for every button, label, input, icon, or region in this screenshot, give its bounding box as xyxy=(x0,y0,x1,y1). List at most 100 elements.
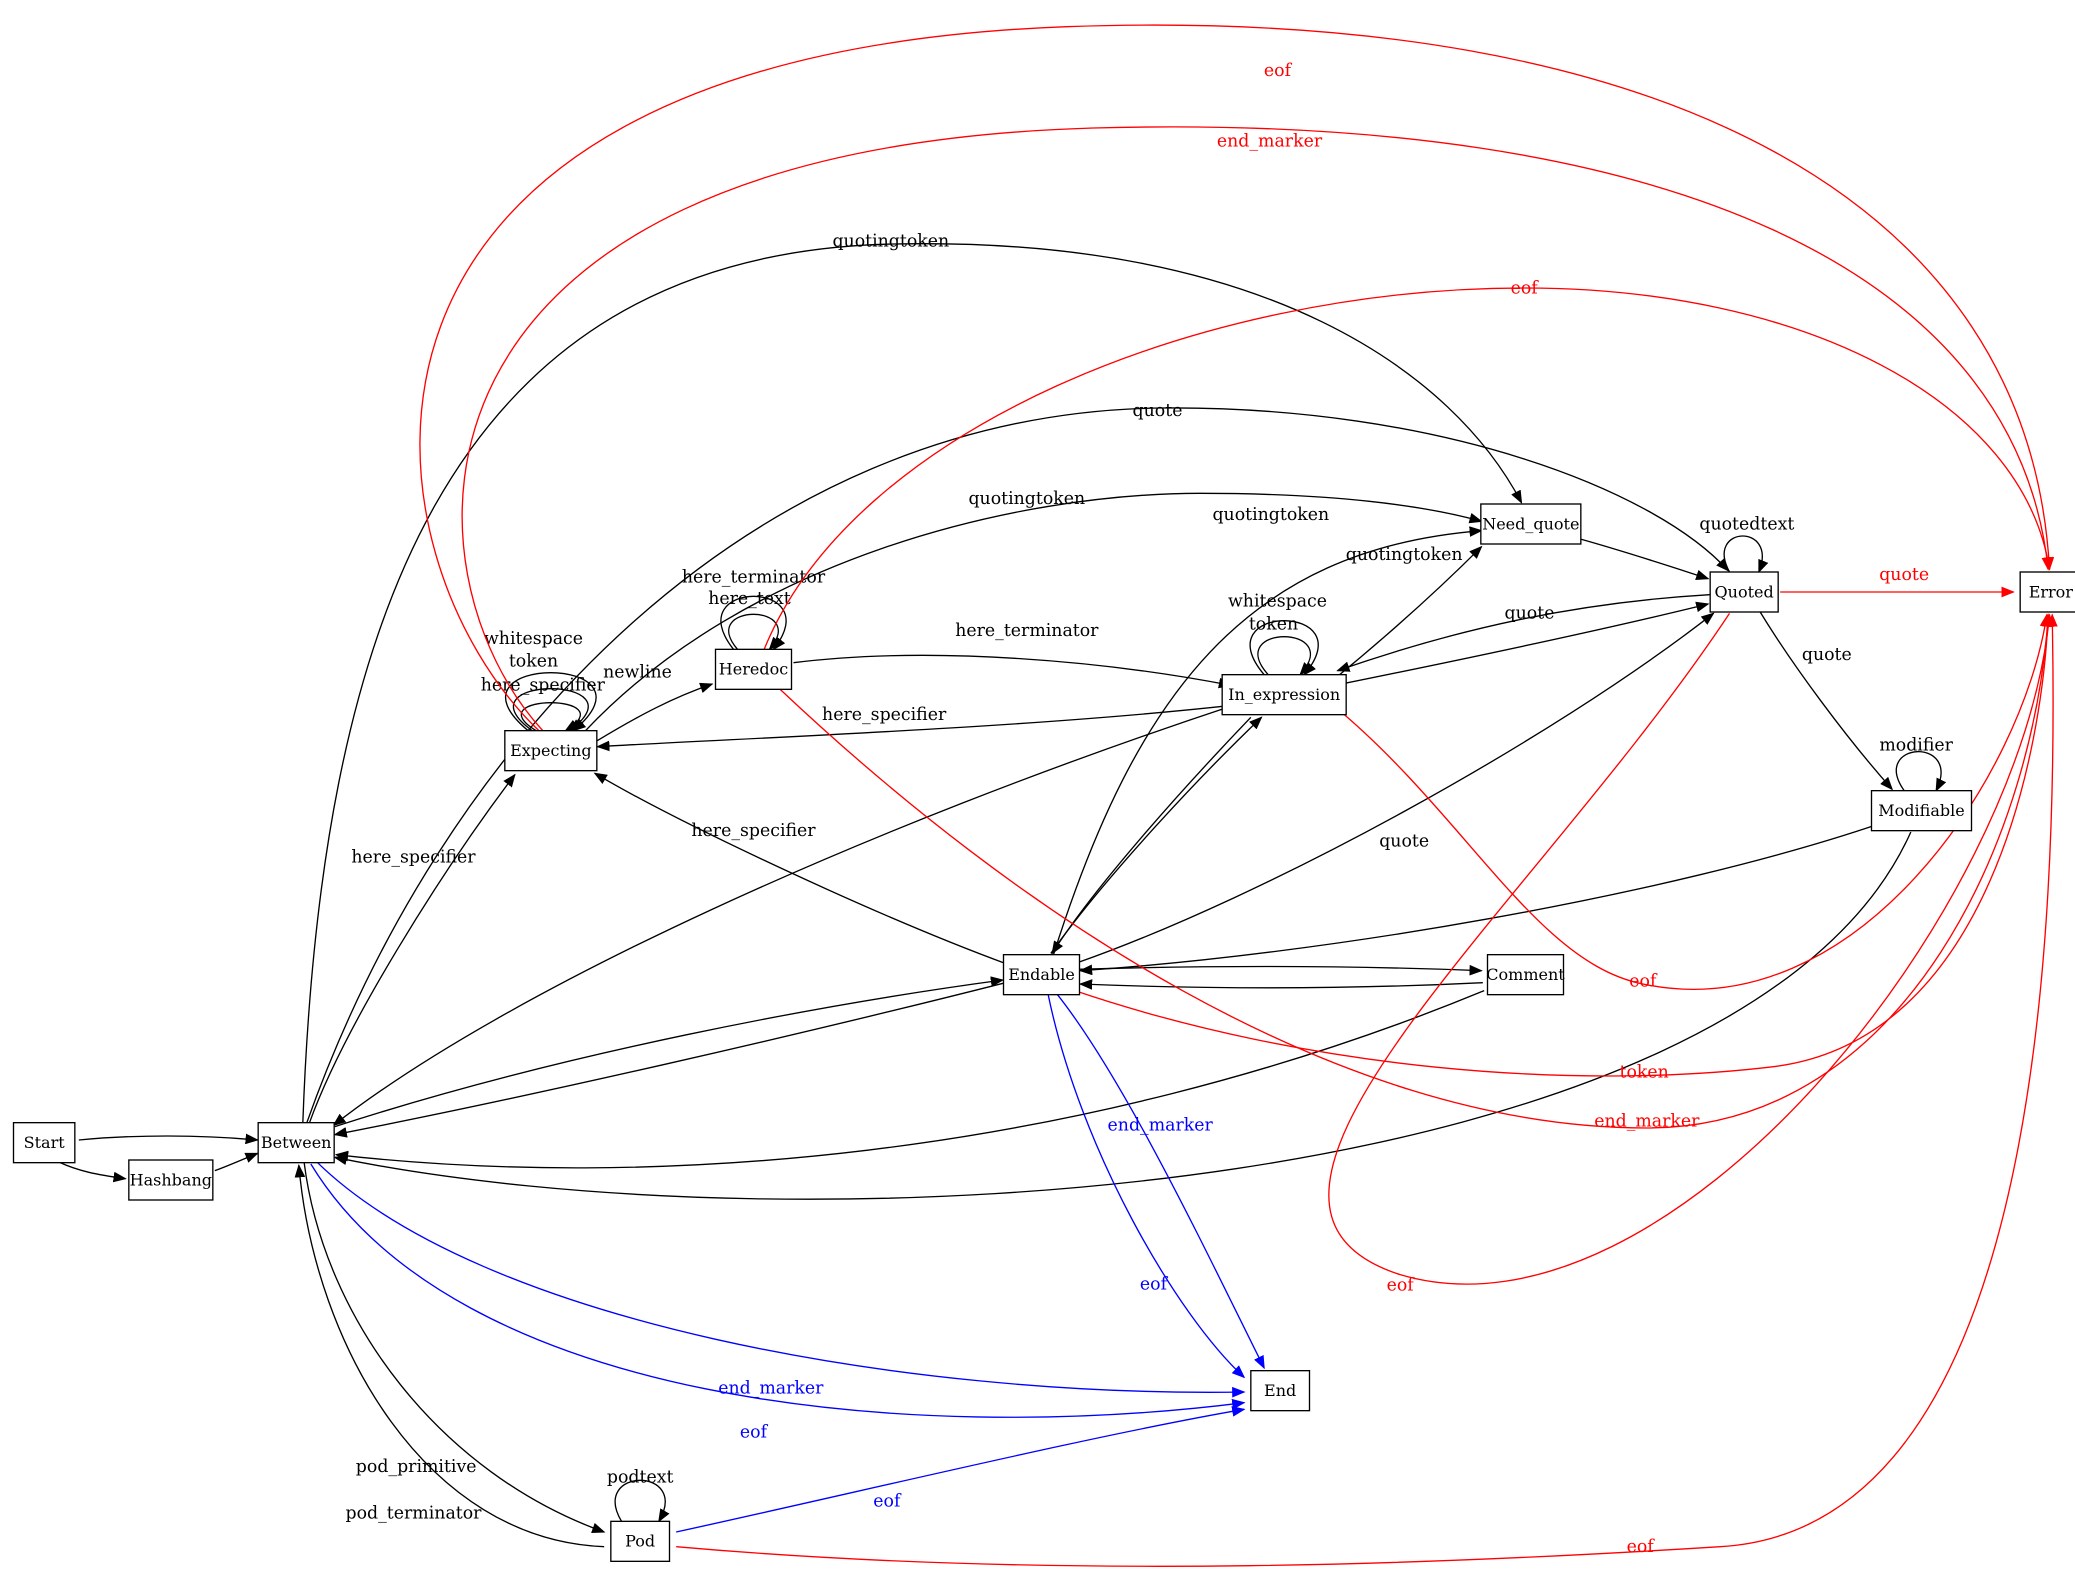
node-expecting: Expecting xyxy=(504,730,598,772)
edge-label-quotedtext: quotedtext xyxy=(1699,514,1794,534)
edge-label-quote: quote xyxy=(1379,832,1429,852)
edge-endable-to-comment xyxy=(1077,964,1483,976)
edge-pod-to-pod xyxy=(614,1479,670,1523)
edge-heredoc-to-error xyxy=(763,287,2053,650)
edge-label-pod_terminator: pod_terminator xyxy=(346,1504,483,1524)
node-label-endable: Endable xyxy=(1008,965,1075,984)
edge-quoted-to-modifiable xyxy=(1759,611,1894,791)
edge-layer: here_specifierwhitespacetokenhere_specif… xyxy=(59,24,2058,1567)
node-label-modifiable: Modifiable xyxy=(1878,801,1964,820)
edge-label-end_marker: end_marker xyxy=(718,1378,824,1398)
edge-label-eof: eof xyxy=(1511,278,1540,298)
node-start: Start xyxy=(12,1121,76,1164)
edge-label-end_marker: end_marker xyxy=(1108,1116,1214,1136)
node-label-hashbang: Hashbang xyxy=(130,1170,212,1189)
edge-label-token: token xyxy=(509,652,558,672)
edge-label-here_specifier: here_specifier xyxy=(351,848,476,868)
edge-need_quote-to-quoted xyxy=(1578,538,1710,581)
edge-label-eof: eof xyxy=(1140,1274,1169,1294)
edge-label-whitespace: whitespace xyxy=(484,629,583,649)
node-label-between: Between xyxy=(261,1133,332,1152)
node-quoted: Quoted xyxy=(1709,571,1779,613)
node-pod: Pod xyxy=(610,1520,671,1562)
edge-in_expression-to-need_quote xyxy=(1334,545,1483,680)
edge-label-eof: eof xyxy=(1264,61,1293,81)
node-comment: Comment xyxy=(1486,954,1565,996)
edge-endable-to-need_quote xyxy=(1052,526,1483,955)
edge-between-to-end xyxy=(315,1160,1246,1398)
edge-pod-to-error xyxy=(676,613,2058,1567)
node-label-in_expression: In_expression xyxy=(1228,685,1340,704)
edge-pod-to-between xyxy=(294,1164,605,1548)
edge-comment-to-endable xyxy=(1078,979,1483,990)
edge-label-eof: eof xyxy=(1627,1537,1656,1557)
edge-quoted-to-quoted xyxy=(1723,535,1769,574)
edge-label-eof: eof xyxy=(1629,972,1658,992)
edge-heredoc-to-error xyxy=(779,613,2053,1129)
edge-label-quote: quote xyxy=(1133,401,1183,421)
node-label-pod: Pod xyxy=(625,1532,655,1551)
edge-hashbang-to-between xyxy=(214,1152,259,1172)
node-label-start: Start xyxy=(24,1133,66,1152)
edge-label-podtext: podtext xyxy=(607,1468,674,1488)
edge-start-to-between xyxy=(78,1133,259,1145)
edge-label-eof: eof xyxy=(740,1422,769,1442)
edge-quoted-to-error xyxy=(1328,612,2054,1285)
edge-label-quotingtoken: quotingtoken xyxy=(1346,545,1463,565)
node-endable: Endable xyxy=(1002,954,1081,996)
edge-modifiable-to-endable xyxy=(1078,823,1880,976)
edge-label-token: token xyxy=(1249,614,1298,634)
node-heredoc: Heredoc xyxy=(714,648,793,690)
edge-heredoc-to-heredoc xyxy=(728,613,782,651)
edge-in_expression-to-quoted xyxy=(1334,601,1710,686)
node-end: End xyxy=(1250,1369,1311,1412)
edge-between-to-quoted xyxy=(306,407,1730,1123)
node-label-heredoc: Heredoc xyxy=(719,660,788,679)
edge-expecting-to-error xyxy=(419,24,2055,732)
edge-label-here_specifier: here_specifier xyxy=(691,821,816,841)
edge-label-quotingtoken: quotingtoken xyxy=(1212,505,1329,525)
edge-label-quotingtoken: quotingtoken xyxy=(832,232,949,252)
edge-expecting-to-expecting xyxy=(520,702,582,732)
edge-in_expression-to-in_expression xyxy=(1249,620,1319,676)
edge-expecting-to-expecting xyxy=(504,672,597,732)
edge-label-end_marker: end_marker xyxy=(1217,132,1323,152)
edge-label-here_terminator: here_terminator xyxy=(955,621,1099,641)
edge-between-to-pod xyxy=(303,1162,606,1533)
edge-modifiable-to-modifiable xyxy=(1895,751,1947,792)
edge-label-token: token xyxy=(1620,1062,1669,1082)
node-error: Error xyxy=(2019,571,2075,613)
edge-between-to-end xyxy=(310,1163,1246,1418)
node-hashbang: Hashbang xyxy=(128,1159,214,1201)
node-in_expression: In_expression xyxy=(1221,674,1347,716)
edge-between-to-endable xyxy=(334,976,1005,1128)
node-label-expecting: Expecting xyxy=(510,741,591,760)
edge-label-here_text: here_text xyxy=(708,589,791,609)
edge-endable-to-expecting xyxy=(593,772,1008,965)
node-label-comment: Comment xyxy=(1486,965,1565,984)
edge-label-here_specifier: here_specifier xyxy=(822,705,947,725)
edge-in_expression-to-between xyxy=(332,704,1234,1127)
edge-between-to-need_quote xyxy=(302,243,1523,1123)
edge-between-to-expecting xyxy=(308,773,516,1123)
node-label-need_quote: Need_quote xyxy=(1482,514,1579,533)
edge-quoted-to-in_expression xyxy=(1336,594,1710,672)
edge-label-eof: eof xyxy=(873,1492,902,1512)
edge-label-pod_primitive: pod_primitive xyxy=(356,1457,477,1477)
edge-heredoc-to-heredoc xyxy=(720,595,787,651)
edge-expecting-to-error xyxy=(461,126,2053,732)
edge-pod-to-end xyxy=(676,1406,1246,1533)
edge-label-quote: quote xyxy=(1802,645,1852,665)
edge-expecting-to-need_quote xyxy=(585,492,1483,732)
edge-expecting-to-expecting xyxy=(513,688,589,732)
edge-label-here_terminator: here_terminator xyxy=(682,568,826,588)
edge-expecting-to-heredoc xyxy=(595,682,714,742)
node-label-quoted: Quoted xyxy=(1715,582,1774,601)
edge-label-quote: quote xyxy=(1505,604,1555,624)
edge-label-whitespace: whitespace xyxy=(1228,592,1327,612)
edge-start-to-hashbang xyxy=(59,1162,127,1183)
edge-modifiable-to-between xyxy=(333,831,1912,1200)
edge-label-eof: eof xyxy=(1387,1276,1416,1296)
edge-endable-to-error xyxy=(1074,613,2054,1077)
